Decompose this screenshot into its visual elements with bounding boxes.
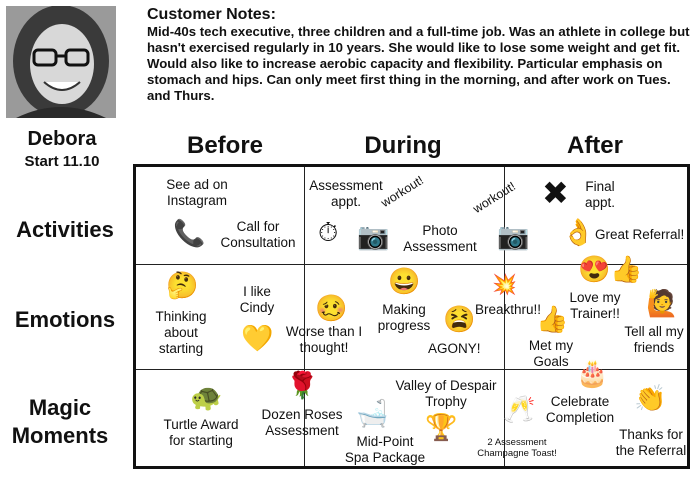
cake-icon: 🎂 <box>576 358 609 388</box>
thumbs-up-icon: 👍 <box>536 304 569 334</box>
emotion-like-cindy: I like Cindy <box>239 284 275 315</box>
customer-photo <box>6 6 116 118</box>
burst-icon: 💥 <box>492 274 517 296</box>
magic-spa-package: Mid-Point Spa Package <box>344 434 426 465</box>
raising-hand-woman-icon: 🙋 <box>646 288 679 318</box>
phone-icon: 📞 <box>173 218 206 248</box>
heart-icon: 💛 <box>241 323 274 353</box>
activity-assessment: Assessment appt. <box>309 178 383 209</box>
grid-divider <box>136 369 687 370</box>
camera-icon: 📷 <box>497 221 530 251</box>
start-date: Start 11.10 <box>24 153 100 170</box>
magic-thanks-referral: Thanks for the Referral <box>615 427 687 458</box>
rose-icon: 🌹 <box>286 370 319 400</box>
emotion-making-progress: Making progress <box>377 302 431 333</box>
grid-divider <box>304 167 305 466</box>
emotion-worse: Worse than I thought! <box>285 324 363 355</box>
emotion-thinking: Thinking about starting <box>155 309 207 356</box>
grid-divider <box>136 264 687 265</box>
magic-turtle-award: Turtle Award for starting <box>163 417 239 448</box>
emotion-breakthru: Breakthru!! <box>475 302 542 317</box>
cross-icon: ✖ <box>542 175 569 211</box>
turtle-icon: 🐢 <box>190 382 223 412</box>
woozy-face-icon: 🥴 <box>315 293 348 323</box>
notes-title: Customer Notes: <box>147 6 276 23</box>
column-during: During <box>364 132 442 159</box>
row-magic-moments: Magic Moments <box>11 395 109 448</box>
column-after: After <box>566 132 623 159</box>
activity-final: Final appt. <box>584 179 616 210</box>
emotion-tell-friends: Tell all my friends <box>624 324 684 355</box>
bath-icon: 🛁 <box>356 398 389 428</box>
thumbs-up-icon: 👍 <box>610 254 643 284</box>
activity-see-ad: See ad on Instagram <box>166 177 228 208</box>
row-emotions: Emotions <box>14 307 116 332</box>
magic-dozen-roses: Dozen Roses Assessment <box>261 407 343 438</box>
magic-champagne-toast-text: 2 Assessment Champagne Toast! <box>477 437 557 459</box>
avatar <box>6 6 116 118</box>
emotion-agony: AGONY! <box>428 341 481 356</box>
notes-body: Mid-40s tech executive, three children a… <box>147 24 690 103</box>
journey-grid <box>133 164 690 469</box>
champagne-icon: 🥂 <box>503 394 536 424</box>
stopwatch-icon: ⏱ <box>318 217 339 247</box>
trophy-icon: 🏆 <box>425 412 458 442</box>
magic-champagne-toast: 2 Assessment Champagne Toast! <box>468 437 566 459</box>
tired-face-icon: 😫 <box>443 304 476 334</box>
row-activities: Activities <box>16 217 114 242</box>
grin-icon: 😀 <box>388 266 421 296</box>
magic-celebrate: Celebrate Completion <box>545 394 615 425</box>
activity-photo: Photo Assessment <box>403 223 477 254</box>
emotion-love-trainer: Love my Trainer!! <box>569 290 621 321</box>
clapping-icon: 👏 <box>634 383 667 413</box>
activity-referral: Great Referral! <box>595 227 685 242</box>
customer-name: Debora <box>27 128 97 150</box>
magic-valley-trophy: Valley of Despair Trophy <box>395 378 497 409</box>
ok-hand-icon: 👌 <box>562 217 595 247</box>
heart-eyes-icon: 😍 <box>578 254 611 284</box>
emotion-met-goals: Met my Goals <box>528 338 574 369</box>
column-before: Before <box>186 132 264 159</box>
grid-divider <box>504 167 505 466</box>
camera-icon: 📷 <box>357 221 390 251</box>
thinking-icon: 🤔 <box>166 270 199 300</box>
activity-call: Call for Consultation <box>220 219 296 250</box>
